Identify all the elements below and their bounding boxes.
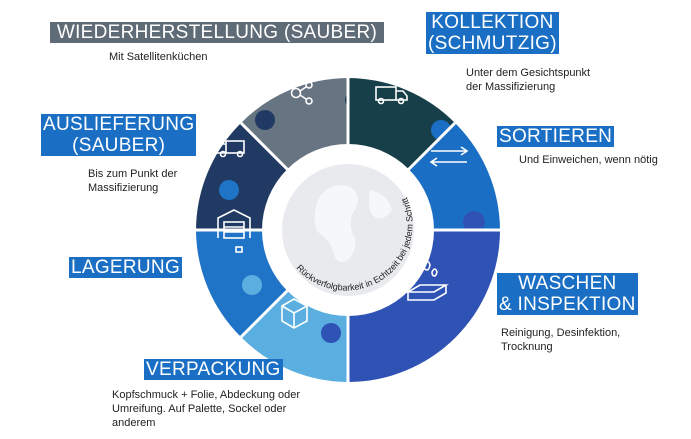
puzzle-knob — [255, 110, 275, 130]
desc-verpackung: Kopfschmuck + Folie, Abdeckung oder Umre… — [112, 389, 301, 429]
title-line: & INSPEKTION — [499, 294, 636, 315]
puzzle-knob — [219, 180, 239, 200]
title-line: WASCHEN — [518, 273, 617, 294]
center-globe — [262, 144, 434, 316]
segment-lagerung — [196, 230, 288, 337]
box-icon — [281, 298, 308, 329]
puzzle-knob — [242, 275, 262, 295]
segment-sortieren — [408, 123, 500, 230]
desc-wiederherstellung: Mit Satellitenküchen — [109, 51, 208, 63]
share-icon — [290, 81, 313, 105]
title-sortieren: SORTIEREN — [497, 126, 615, 147]
segment-auslieferung — [196, 123, 288, 230]
title-line: (SCHMUTZIG) — [428, 33, 557, 54]
title-line: WIEDERHERSTELLUNG (SAUBER) — [56, 22, 378, 43]
desc-waschen: Reinigung, Desinfektion, Trocknung — [501, 327, 621, 353]
title-line: LAGERUNG — [71, 257, 181, 278]
segment-kollektion — [348, 78, 455, 170]
segment-wiederherstellung — [241, 78, 348, 170]
title-line: SORTIEREN — [499, 126, 613, 147]
desc-sortieren: Und Einweichen, wenn nötig — [519, 154, 658, 166]
desc-kollektion: Unter dem Gesichtspunkt der Massifizieru… — [466, 67, 591, 93]
title-waschen: WASCHEN & INSPEKTION — [497, 273, 638, 315]
title-auslieferung: AUSLIEFERUNG (SAUBER) — [41, 114, 197, 156]
truck-icon — [214, 140, 245, 158]
title-kollektion: KOLLEKTION (SCHMUTZIG) — [426, 12, 559, 54]
puzzle-knob — [431, 120, 451, 140]
puzzle-knob — [463, 211, 485, 233]
segment-waschen — [348, 230, 500, 382]
warehouse-icon — [217, 209, 251, 253]
swap-arrows-icon — [429, 146, 469, 167]
ring-segments — [196, 78, 500, 382]
segment-verpackung — [241, 290, 348, 382]
title-wiederherstellung: WIEDERHERSTELLUNG (SAUBER) — [50, 22, 384, 43]
puzzle-knob — [321, 323, 341, 343]
title-verpackung: VERPACKUNG — [144, 359, 283, 380]
truck-icon — [375, 86, 408, 105]
desc-auslieferung: Bis zum Punkt der Massifizierung — [88, 168, 178, 194]
title-line: AUSLIEFERUNG — [43, 114, 195, 135]
title-line: VERPACKUNG — [146, 359, 281, 380]
title-lagerung: LAGERUNG — [69, 257, 183, 278]
title-line: KOLLEKTION — [431, 12, 554, 33]
washing-tray-icon — [405, 260, 449, 301]
title-line: (SAUBER) — [72, 135, 166, 156]
